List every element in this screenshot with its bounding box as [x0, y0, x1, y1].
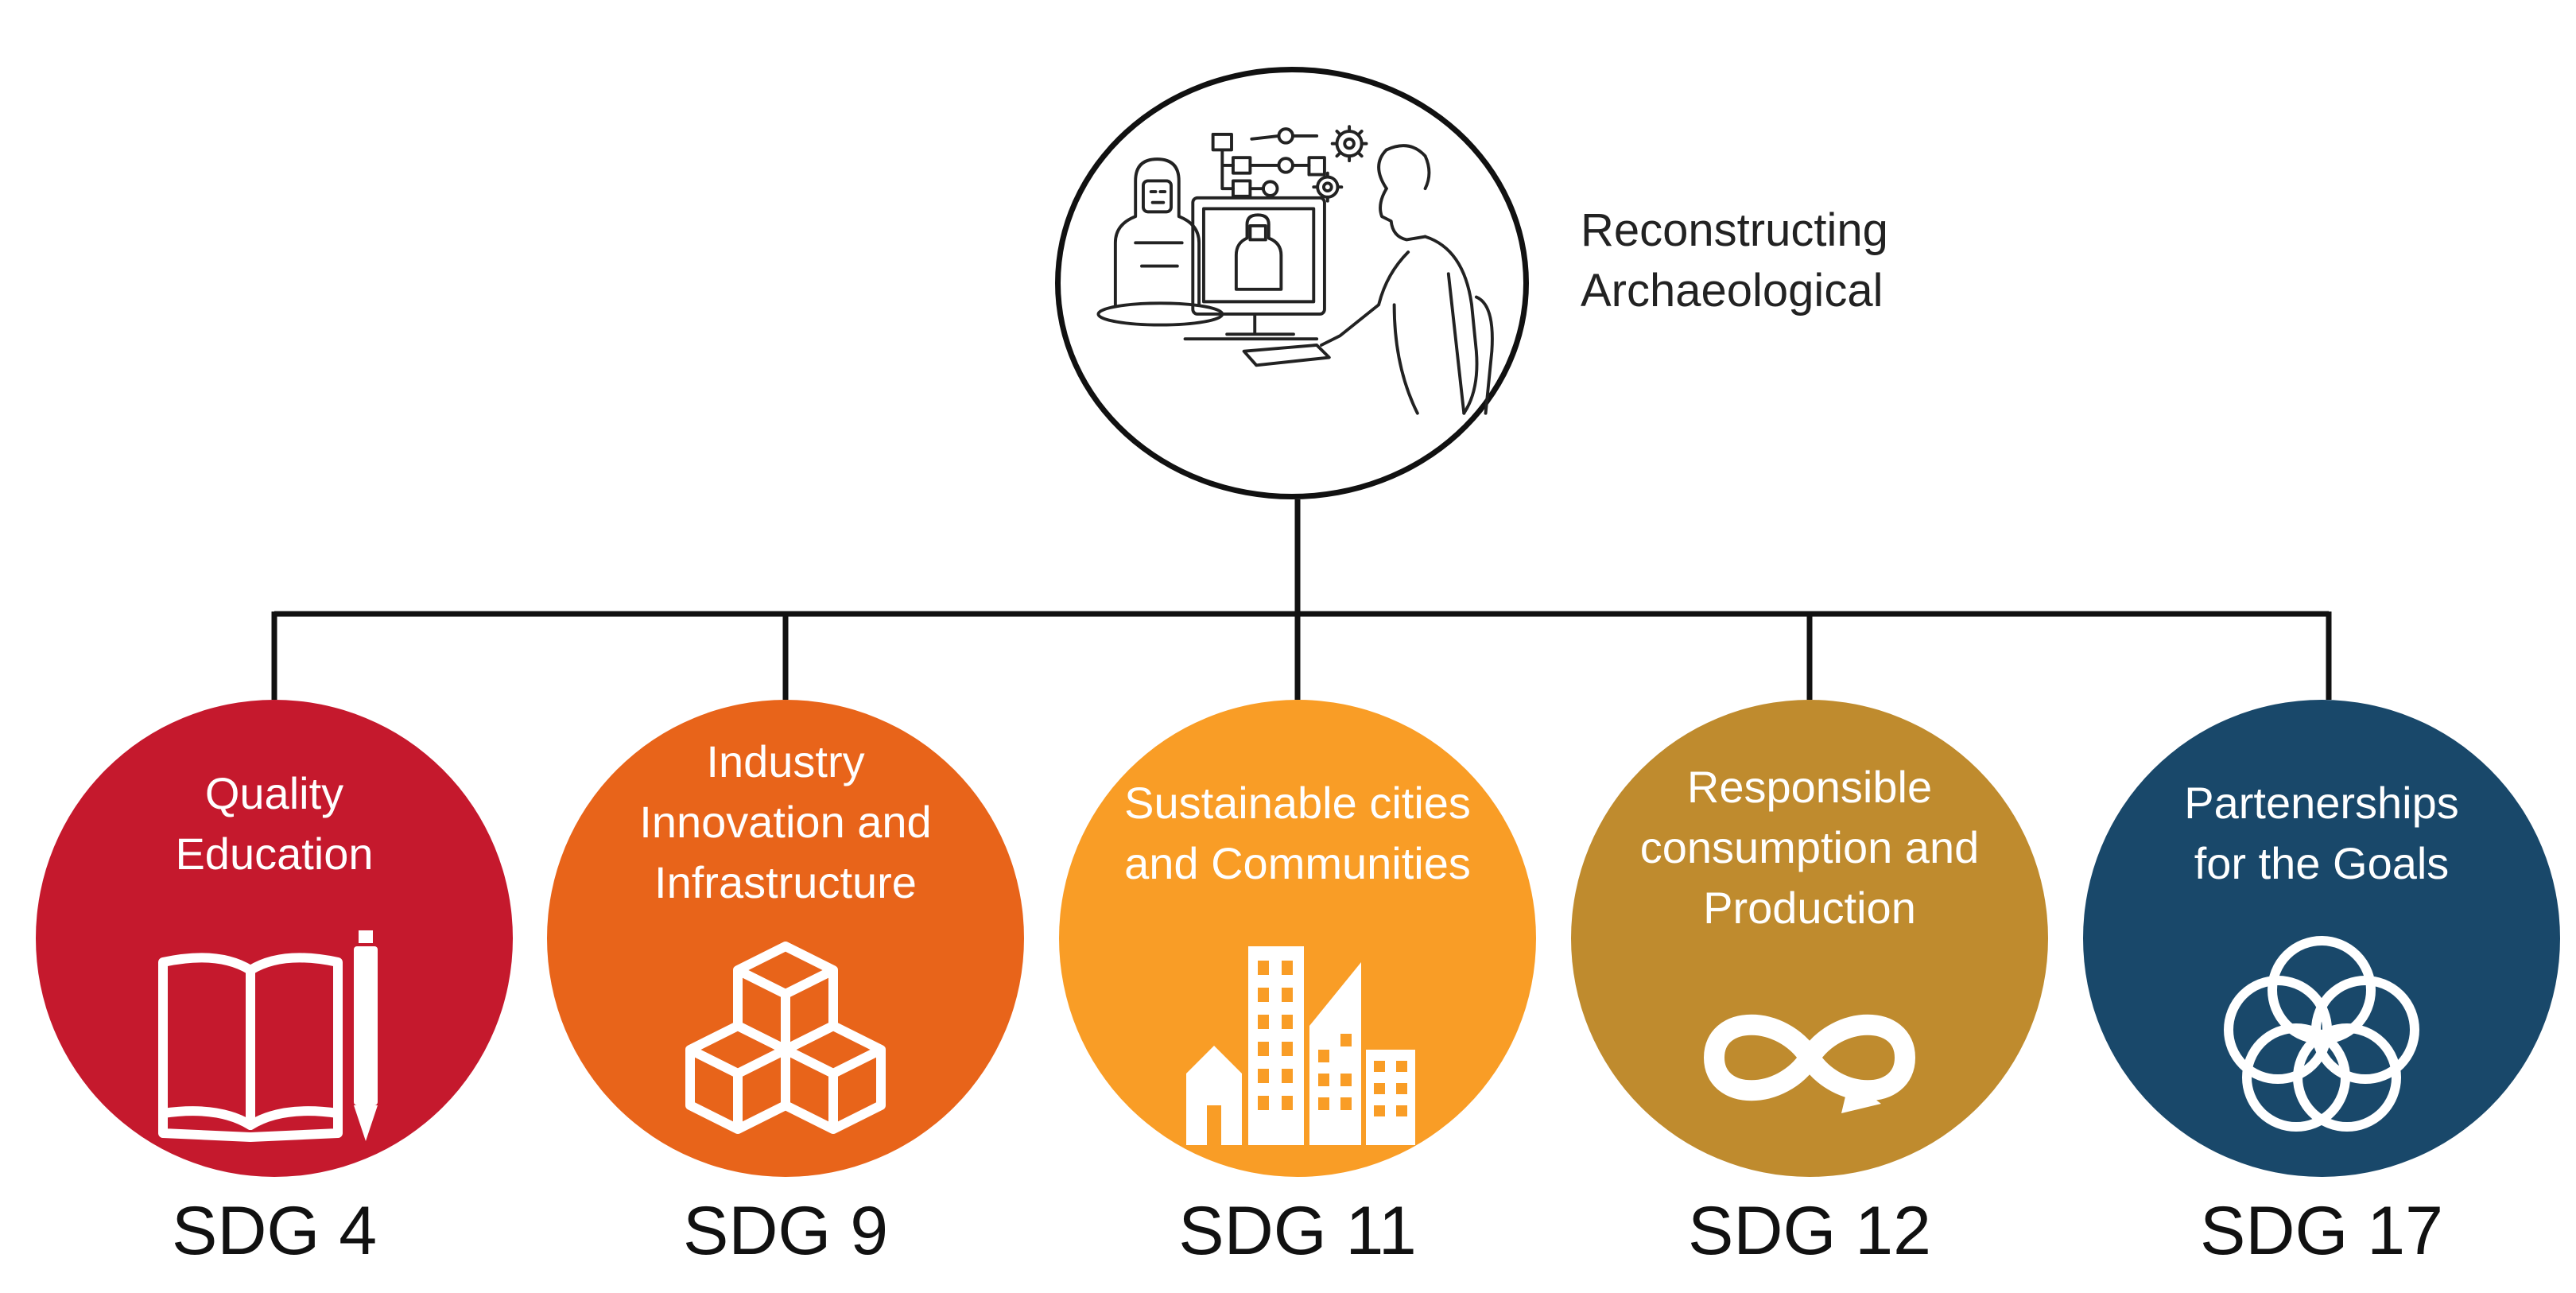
goal-node-sdg-12: Responsible consumption and Production	[1571, 700, 2048, 1177]
goal-title-line: and Communities	[1124, 838, 1471, 888]
goal-code-sdg-12: SDG 12	[1688, 1193, 1931, 1269]
interlocking-rings-icon	[2224, 936, 2419, 1132]
goal-title-line: Sustainable cities	[1124, 778, 1471, 828]
goal-title-line: Responsible	[1686, 762, 1933, 812]
goal-code-sdg-4: SDG 4	[171, 1193, 378, 1269]
cubes-icon	[685, 942, 886, 1134]
root-label-line-1: Reconstructing	[1581, 204, 1888, 256]
book-pencil-icon	[158, 930, 378, 1142]
goal-code-sdg-11: SDG 11	[1178, 1193, 1417, 1269]
root-node	[1055, 67, 1529, 499]
goal-title-line: Partenerships	[2184, 778, 2459, 828]
goal-title-line: Production	[1703, 883, 1916, 933]
goal-title-line: for the Goals	[2194, 838, 2450, 888]
goal-title-line: Infrastructure	[654, 857, 917, 907]
goal-title-line: Innovation and	[639, 797, 932, 847]
goal-title: Sustainable cities and Communities	[1091, 773, 1504, 894]
goal-code-sdg-9: SDG 9	[682, 1193, 889, 1269]
city-buildings-icon	[1186, 946, 1415, 1145]
goal-title: Partenerships for the Goals	[2115, 773, 2528, 894]
goal-title-line: Industry	[706, 736, 865, 786]
goal-title-line: Quality	[204, 768, 344, 818]
goal-code-sdg-17: SDG 17	[2200, 1193, 2443, 1269]
goal-title-line: consumption and	[1639, 822, 1980, 872]
goal-node-sdg-4: Quality Education	[36, 700, 513, 1177]
person-at-computer-icon	[1096, 125, 1494, 415]
root-label-line-2: Archaeological	[1581, 265, 1884, 316]
goal-node-sdg-9: Industry Innovation and Infrastructure	[547, 700, 1024, 1177]
goal-title: Quality Education	[68, 763, 481, 884]
goal-title-line: Education	[175, 829, 374, 879]
goal-node-sdg-17: Partenerships for the Goals	[2083, 700, 2560, 1177]
infinity-loop-icon	[1703, 1014, 1916, 1113]
goal-node-sdg-11: Sustainable cities and Communities	[1059, 700, 1536, 1177]
goal-title: Responsible consumption and Production	[1603, 757, 2016, 938]
root-label: Reconstructing Archaeological	[1581, 200, 1994, 321]
goal-title: Industry Innovation and Infrastructure	[579, 732, 992, 913]
